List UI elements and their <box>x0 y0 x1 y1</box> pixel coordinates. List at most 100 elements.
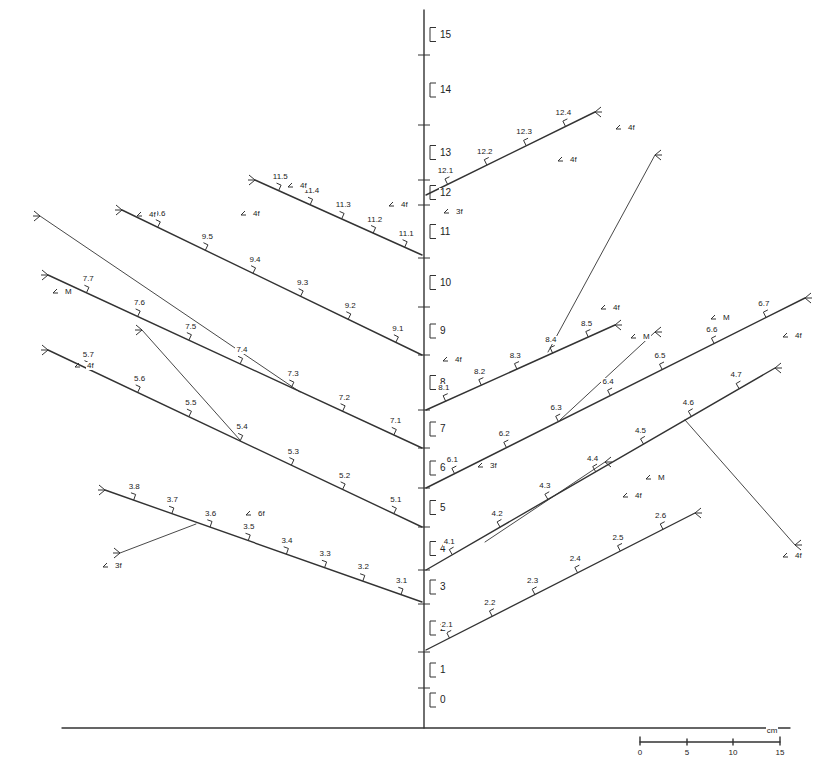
internode-bracket <box>430 225 436 239</box>
internode-bracket <box>299 289 304 297</box>
internode-bracket <box>289 380 294 388</box>
node-tick <box>418 180 430 181</box>
internode-number: 3.3 <box>319 550 332 558</box>
flower-code: 4f <box>794 552 803 560</box>
internode-number: 4.6 <box>682 399 695 407</box>
flower-symbol <box>41 345 48 355</box>
internode-bracket <box>514 362 519 370</box>
internode-number: 4.3 <box>538 482 551 490</box>
internode-bracket <box>430 663 436 677</box>
flower-symbol <box>595 107 602 117</box>
internode-bracket <box>289 458 294 466</box>
internode-number: 6.7 <box>757 300 770 308</box>
internode-number: 10 <box>439 278 452 288</box>
internode-bracket <box>430 580 436 594</box>
internode-number: 9.2 <box>344 302 357 310</box>
internode-bracket <box>340 211 345 219</box>
node-tick <box>418 604 430 605</box>
internode-bracket <box>238 356 243 364</box>
internode-number: 14 <box>439 85 452 95</box>
internode-bracket <box>430 28 436 42</box>
internode-bracket <box>489 609 493 617</box>
internode-bracket <box>711 336 715 344</box>
side-branch <box>548 155 655 352</box>
ground-line <box>62 727 790 728</box>
flower-symbol <box>631 334 636 338</box>
flower-symbol <box>623 493 628 497</box>
flower-symbol <box>246 511 251 515</box>
flower-code: 4f <box>569 156 578 164</box>
flower-code: M <box>657 474 666 482</box>
internode-number: 12.2 <box>476 148 494 156</box>
flower-symbol <box>389 202 394 206</box>
internode-number: 6 <box>439 463 447 473</box>
branch <box>48 350 422 527</box>
internode-bracket <box>593 464 597 472</box>
internode-bracket <box>449 547 453 555</box>
internode-number: 1 <box>439 665 447 675</box>
flower-symbol <box>478 463 483 467</box>
side-branch <box>485 462 605 542</box>
internode-bracket <box>430 324 436 338</box>
flower-symbol <box>655 150 662 160</box>
internode-bracket <box>430 276 436 290</box>
internode-bracket <box>284 547 289 554</box>
internode-bracket <box>341 482 346 490</box>
internode-bracket <box>430 461 436 475</box>
flower-symbol <box>443 357 448 361</box>
internode-bracket <box>136 309 141 317</box>
branch <box>426 298 805 488</box>
branch <box>426 112 595 195</box>
internode-bracket <box>430 621 436 635</box>
internode-bracket <box>394 335 399 343</box>
internode-bracket <box>430 146 436 160</box>
internode-bracket <box>322 560 327 567</box>
internode-number: 5.1 <box>389 496 402 504</box>
flower-code: 3f <box>489 462 498 470</box>
internode-bracket <box>563 119 567 127</box>
internode-number: 12.3 <box>515 128 533 136</box>
flower-symbol <box>795 540 802 550</box>
side-branch <box>40 216 300 392</box>
flower-code: 4f <box>86 362 95 370</box>
internode-number: 7 <box>439 424 447 434</box>
internode-bracket <box>430 186 436 200</box>
flower-symbol <box>655 327 662 337</box>
internode-number: 3.1 <box>395 577 408 585</box>
internode-number: 7.5 <box>184 323 197 331</box>
scale-value: 10 <box>728 749 739 757</box>
internode-bracket <box>443 394 448 402</box>
internode-bracket <box>484 157 488 165</box>
internode-bracket <box>736 381 740 389</box>
internode-bracket <box>688 409 692 417</box>
internode-bracket <box>660 522 664 530</box>
internode-number: 7.4 <box>235 346 248 354</box>
flower-code: 4f <box>252 210 261 218</box>
internode-bracket <box>550 346 555 354</box>
internode-number: 6.1 <box>446 456 459 464</box>
internode-bracket <box>136 385 141 393</box>
internode-number: 13 <box>439 148 452 158</box>
flower-code: 4f <box>794 332 803 340</box>
node-tick <box>418 258 430 259</box>
internode-number: 9.5 <box>201 233 214 241</box>
side-branch <box>142 330 240 440</box>
internode-bracket <box>430 501 436 515</box>
internode-number: 2.3 <box>526 577 539 585</box>
internode-number: 7.2 <box>338 394 351 402</box>
internode-bracket <box>203 243 208 251</box>
flower-symbol <box>41 270 48 280</box>
trunk <box>423 10 424 728</box>
flower-code: M <box>64 288 73 296</box>
flower-code: 4f <box>627 124 636 132</box>
node-tick <box>418 488 430 489</box>
internode-number: 11.1 <box>398 230 415 238</box>
branch <box>426 368 775 570</box>
internode-bracket <box>586 330 591 338</box>
node-tick <box>418 410 430 411</box>
scale-value: 15 <box>775 749 786 757</box>
flower-code: 4f <box>612 304 621 312</box>
internode-bracket <box>447 630 451 638</box>
internode-number: 6.4 <box>601 378 614 386</box>
internode-number: 9.3 <box>296 279 309 287</box>
